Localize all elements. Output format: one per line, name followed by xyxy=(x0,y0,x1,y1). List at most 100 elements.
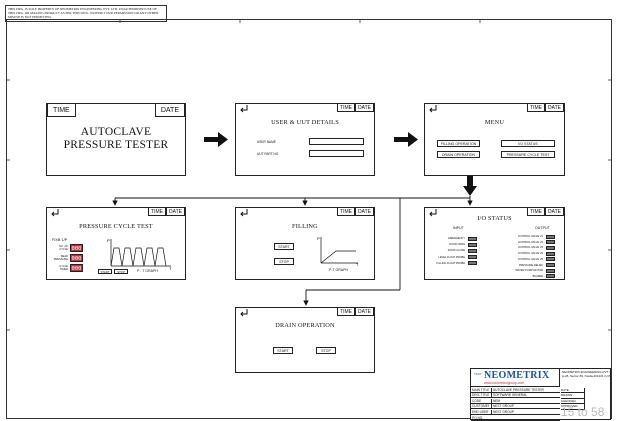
pressure-screen-title: PRESSURE CYCLE TEST xyxy=(79,223,153,230)
back-icon[interactable] xyxy=(428,105,438,113)
io-input-label: DOOR OPEN xyxy=(449,243,465,247)
fixture-label: FIXB 1/P xyxy=(52,238,68,242)
company-address: A-28, Sector-59, Noida-201301 (U.P.) xyxy=(562,374,611,378)
io-output-label: WATER PUMP MOTOR xyxy=(515,269,543,273)
title-block-row-label: CODE xyxy=(472,398,482,403)
filling-screen: TIME DATE FILLING START STOP P T P-T GRA… xyxy=(235,207,375,280)
date-label: DATE xyxy=(545,104,564,112)
filling-graph: P T xyxy=(317,236,359,267)
title-block-approval-label: DATE xyxy=(561,387,585,394)
pressure-cycle-screen: TIME DATE PRESSURE CYCLE TEST FIXB 1/P N… xyxy=(46,207,186,280)
title-block-row-label: PO NO. xyxy=(472,415,484,420)
distribution-lines xyxy=(112,196,473,306)
flow-arrow-menu-down xyxy=(463,176,477,196)
title-block: TEST NEOMETRIX www.neometrixgroup.com NE… xyxy=(470,368,611,421)
io-output-label: CONTROL VALVE V4 xyxy=(517,252,543,256)
pressure-start-button[interactable]: START xyxy=(98,269,112,274)
filling-stop-button[interactable]: STOP xyxy=(274,258,294,265)
time-label: TIME xyxy=(337,208,355,216)
time-label: TIME xyxy=(527,208,545,216)
io-output-indicator xyxy=(546,240,555,245)
io-output-indicator xyxy=(546,245,555,250)
property-notice: THIS DRG. IS SOLE PROPERTY OF NEOMETRIX … xyxy=(5,5,167,22)
io-input-label: FILLING FLOAT PROBE xyxy=(436,261,465,265)
io-output-indicator xyxy=(546,268,555,273)
io-input-label: DOOR CLOSE xyxy=(447,249,465,253)
user-name-input[interactable] xyxy=(309,138,364,145)
home-title-line2: PRESSURE TESTER xyxy=(63,139,169,151)
title-block-approval-label: DRAWN xyxy=(561,393,585,399)
title-block-row-label: MAIN TITLE xyxy=(472,387,489,392)
watermark: 15 to 58 xyxy=(561,405,605,419)
drain-start-button[interactable]: START xyxy=(273,347,293,354)
io-status-screen: TIME DATE I/O STATUS INPUT OUTPUT EMERGE… xyxy=(424,207,565,280)
date-label: DATE xyxy=(154,104,185,117)
time-label: TIME xyxy=(337,104,355,112)
read-pressure-readout: 000 xyxy=(70,254,83,262)
pressure-cycle-test-button[interactable]: PRESSURE CYCLE TEST xyxy=(501,151,555,158)
back-icon[interactable] xyxy=(239,105,249,113)
flow-arrow-user-to-menu xyxy=(394,132,418,147)
back-icon[interactable] xyxy=(428,209,438,217)
filling-trace xyxy=(320,250,356,264)
drain-operation-screen: TIME DATE DRAIN OPERATION START STOP xyxy=(235,307,375,373)
cycle-count-readout: 000 xyxy=(70,244,83,252)
io-output-indicator xyxy=(546,234,555,239)
title-block-row-label: END USER xyxy=(472,409,489,414)
filling-graph-label: P-T GRAPH xyxy=(329,268,348,272)
graph-axis-p: P xyxy=(107,238,110,243)
io-input-indicator xyxy=(468,261,477,266)
drawing-frame xyxy=(6,19,612,419)
io-input-header: INPUT xyxy=(453,226,464,230)
menu-title: MENU xyxy=(484,119,505,126)
uut-part-label: UUT PART NO. xyxy=(257,152,280,156)
title-block-logo-area: TEST NEOMETRIX www.neometrixgroup.com xyxy=(471,369,560,387)
io-screen-title: I/O STATUS xyxy=(477,215,512,222)
time-label: TIME xyxy=(47,104,76,117)
io-input-indicator xyxy=(468,242,477,247)
home-screen: TIME DATE AUTOCLAVE PRESSURE TESTER xyxy=(46,103,186,176)
filling-screen-title: FILLING xyxy=(292,223,318,230)
title-block-row-value: SOFTWARE GENERAL xyxy=(491,393,559,398)
title-block-row-value: NEST GROUP xyxy=(491,409,559,414)
user-name-label: USER NAME xyxy=(257,140,276,144)
time-label: TIME xyxy=(337,308,355,316)
pressure-stop-button[interactable]: STOP xyxy=(114,269,128,274)
title-block-approval-label: CHECKED xyxy=(561,398,585,405)
title-block-row-value: NEST GROUP xyxy=(491,404,559,409)
io-input-indicator xyxy=(468,248,477,253)
graph-axis-t: T xyxy=(356,262,359,267)
flow-arrow-home-to-user xyxy=(204,132,228,147)
title-block-row-label: DRG. TITLE xyxy=(472,393,489,398)
io-output-header: OUTPUT xyxy=(535,226,550,230)
pressure-graph-label: P - T GRAPH xyxy=(137,269,158,273)
time-label: TIME xyxy=(527,104,545,112)
cycle-timer-readout: 000 xyxy=(70,264,83,272)
home-title-line1: AUTOCLAVE xyxy=(80,126,152,138)
io-input-label: EMERGENCY xyxy=(448,237,465,240)
pressure-cycle-trace xyxy=(110,247,167,267)
filling-operation-button[interactable]: FILLING OPERATION xyxy=(437,140,480,147)
back-icon[interactable] xyxy=(239,209,249,217)
io-output-label: PRESSURE RELIEF xyxy=(518,263,543,267)
io-status-button[interactable]: I/O STATUS xyxy=(501,140,555,147)
io-output-indicator xyxy=(546,274,555,279)
back-icon[interactable] xyxy=(239,309,249,317)
graph-axis-p: P xyxy=(317,236,320,241)
date-label: DATE xyxy=(355,208,374,216)
drain-operation-button[interactable]: DRAIN OPERATION xyxy=(437,151,480,158)
filling-start-button[interactable]: START xyxy=(274,243,294,250)
back-icon[interactable] xyxy=(50,209,60,217)
cycle-count-label: NO. OF CYCLE xyxy=(59,245,68,251)
uut-part-input[interactable] xyxy=(309,150,364,157)
title-block-row-label: CUSTOMER xyxy=(472,404,489,409)
drain-stop-button[interactable]: STOP xyxy=(316,347,336,354)
drain-screen-title: DRAIN OPERATION xyxy=(275,322,335,329)
